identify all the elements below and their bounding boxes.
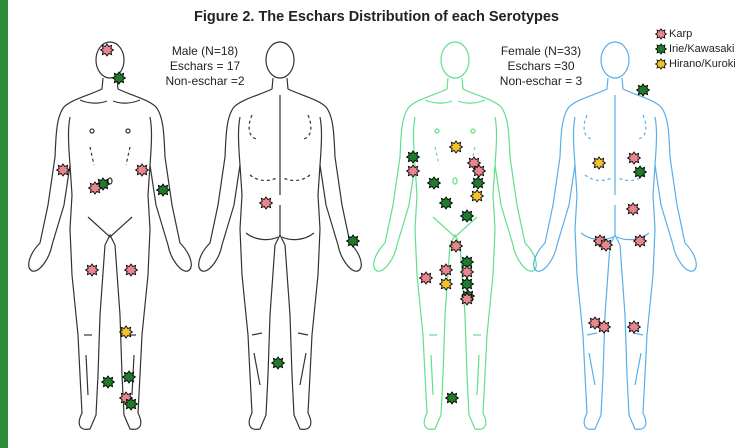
female-back-figure (534, 42, 697, 429)
eschar-marker (101, 44, 114, 56)
female-stats-line: Female (N=33) (488, 44, 594, 59)
eschar-marker (450, 240, 463, 252)
male-stats-line: Non-eschar =2 (155, 74, 255, 89)
legend-item-irie-kawasaki: Irie/Kawasaki (655, 41, 736, 56)
eschar-marker (628, 152, 641, 164)
eschar-marker (125, 398, 138, 410)
eschar-marker (637, 84, 650, 96)
male-back-figure (199, 42, 362, 429)
eschar-marker (446, 392, 459, 404)
eschar-marker (113, 72, 126, 84)
legend-item-hirano-kuroki: Hirano/Kuroki (655, 56, 736, 71)
eschar-marker (125, 264, 138, 276)
eschar-marker (634, 166, 647, 178)
starburst-icon (655, 58, 667, 70)
eschar-marker (123, 371, 136, 383)
eschar-marker (473, 165, 486, 177)
eschar-marker (428, 177, 441, 189)
eschar-marker (450, 141, 463, 153)
eschar-marker (628, 321, 641, 333)
legend-item-karp: Karp (655, 26, 736, 41)
eschar-marker (634, 235, 647, 247)
legend-label: Irie/Kawasaki (669, 43, 734, 55)
eschar-marker (89, 182, 102, 194)
female-stats-line: Eschars =30 (488, 59, 594, 74)
eschar-marker (260, 197, 273, 209)
eschar-marker (627, 203, 640, 215)
male-stats: Male (N=18) Eschars = 17 Non-eschar =2 (155, 44, 255, 89)
male-front-figure (29, 42, 192, 429)
male-stats-line: Male (N=18) (155, 44, 255, 59)
eschar-marker (407, 151, 420, 163)
eschar-marker (440, 264, 453, 276)
legend: Karp Irie/Kawasaki Hirano/Kuroki (655, 26, 736, 71)
eschar-marker (461, 266, 474, 278)
eschar-marker (136, 164, 149, 176)
starburst-icon (655, 43, 667, 55)
eschar-marker (157, 184, 170, 196)
eschar-marker (420, 272, 433, 284)
eschar-marker (57, 164, 70, 176)
eschar-marker (593, 157, 606, 169)
eschar-marker (472, 177, 485, 189)
eschar-marker (272, 357, 285, 369)
eschar-marker (407, 165, 420, 177)
eschar-marker (102, 376, 115, 388)
eschar-marker (440, 278, 453, 290)
eschar-marker (461, 293, 474, 305)
female-front-figure (374, 42, 537, 429)
female-stats: Female (N=33) Eschars =30 Non-eschar = 3 (488, 44, 594, 89)
eschar-marker (461, 210, 474, 222)
male-stats-line: Eschars = 17 (155, 59, 255, 74)
starburst-icon (655, 28, 667, 40)
eschar-marker (120, 326, 133, 338)
female-stats-line: Non-eschar = 3 (488, 74, 594, 89)
eschar-marker (600, 239, 613, 251)
eschar-marker (598, 321, 611, 333)
eschar-markers (57, 44, 650, 410)
eschar-marker (461, 278, 474, 290)
eschar-marker (440, 197, 453, 209)
eschar-marker (471, 190, 484, 202)
legend-label: Karp (669, 28, 692, 40)
figure-title: Figure 2. The Eschars Distribution of ea… (0, 9, 753, 25)
eschar-marker (347, 235, 360, 247)
eschar-marker (86, 264, 99, 276)
legend-label: Hirano/Kuroki (669, 58, 736, 70)
